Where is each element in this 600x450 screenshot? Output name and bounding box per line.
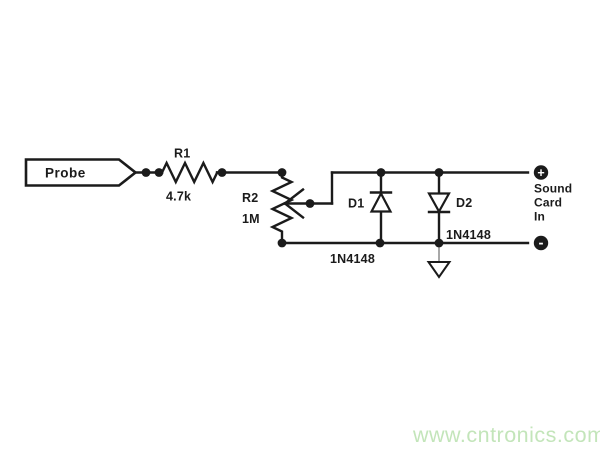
r1-name-label: R1 (174, 147, 190, 161)
minus-terminal-glyph: - (539, 235, 544, 252)
junction-dot (375, 238, 385, 248)
watermark-text: www.cntronics.com (412, 423, 600, 447)
ground-icon (426, 261, 452, 279)
junction-dot (277, 238, 287, 248)
resistor-r1-symbol (160, 160, 219, 185)
junction-dot (305, 199, 315, 208)
junction-dots (141, 168, 444, 248)
wiper-arrow-icon (283, 187, 305, 220)
junction-dot (376, 168, 386, 177)
junction-dot (277, 168, 287, 177)
r2-name-label: R2 (242, 191, 258, 205)
plus-terminal-glyph: + (537, 166, 544, 180)
junction-dot (217, 168, 227, 177)
probe-connector-shape (24, 158, 138, 187)
d1-name-label: D1 (348, 197, 364, 211)
minus-terminal-icon (533, 235, 549, 251)
probe-label: Probe (45, 166, 86, 181)
r1-value-label: 4.7k (166, 190, 191, 204)
d2-name-label: D2 (456, 196, 472, 210)
sound-card-label-line1: Sound (534, 182, 572, 196)
diode-d1-triangle (369, 191, 393, 213)
sound-card-label-line2: Card (534, 196, 562, 210)
junction-dot (154, 168, 164, 177)
plus-terminal-icon (533, 165, 549, 180)
d1-part-label: 1N4148 (330, 252, 375, 266)
diode-d2-triangle (427, 192, 451, 214)
sound-card-label-line3: In (534, 210, 545, 224)
r2-value-label: 1M (242, 212, 260, 226)
junction-dot (141, 168, 151, 177)
junction-dot (434, 238, 444, 248)
resistor-r2-symbol (269, 171, 295, 245)
d2-part-label: 1N4148 (446, 228, 491, 242)
junction-dot (434, 168, 444, 177)
